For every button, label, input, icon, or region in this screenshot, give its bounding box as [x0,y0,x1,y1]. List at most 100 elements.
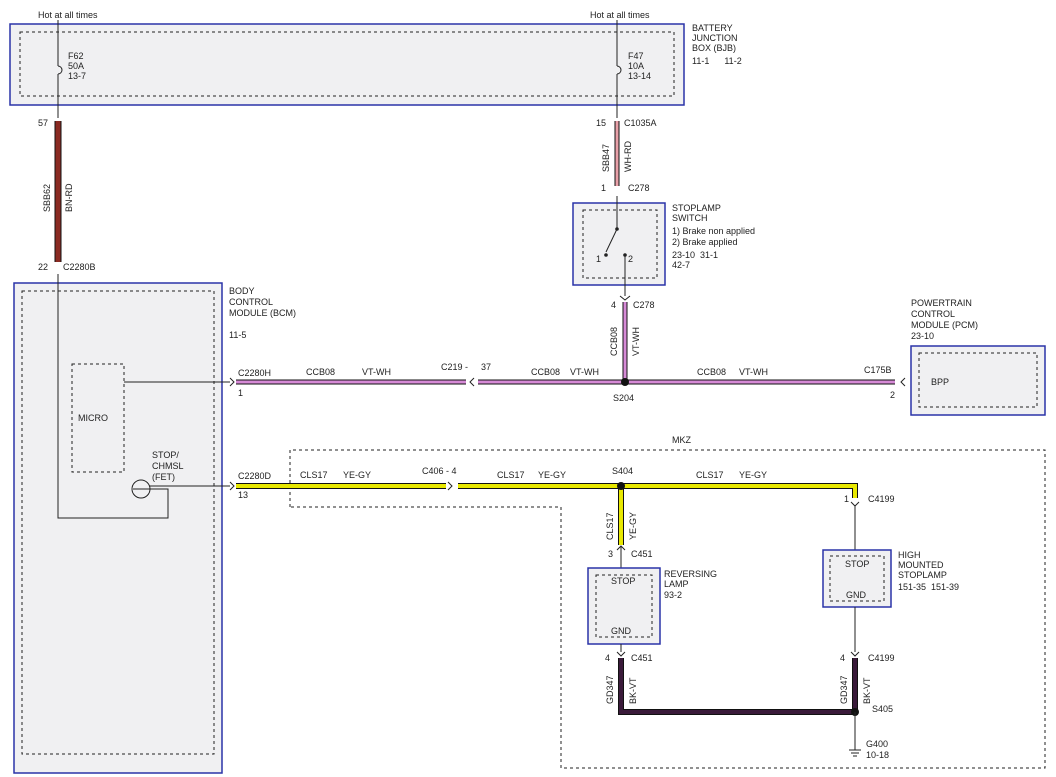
c4199-bottom-arrow-icon [850,651,860,657]
stoplamp-switch-box [572,202,666,286]
c1035a-label: C1035A [624,118,657,128]
bcm-title-3: MODULE (BCM) [229,308,296,318]
stop-chmsl-3: (FET) [152,472,175,482]
bjb-title-2: JUNCTION [692,33,738,43]
switch-ref-1: 23-10 31-1 [672,250,718,260]
c4199-bottom-label: C4199 [868,653,895,663]
f62-ref: 13-7 [68,71,86,81]
c451-bottom-arrow-icon [616,651,626,657]
pcm-title-3: MODULE (PCM) [911,320,978,330]
switch-pin-2: 2 [628,254,633,264]
pin-4-c278: 4 [611,300,616,310]
wire-ccb08-v-label: CCB08 [609,327,619,356]
pcm-box [910,345,1046,416]
mkz-label: MKZ [672,435,692,445]
pin-3: 3 [608,549,613,559]
bjb-title-3: BOX (BJB) [692,43,736,53]
hmsl-gnd-label: GND [846,590,867,600]
pin-37: 37 [481,362,491,372]
c278-top-label: C278 [628,183,650,193]
bcm-title-2: CONTROL [229,297,273,307]
c4199-top-arrow-icon [850,501,860,507]
wire-yegy-b-label: YE-GY [538,470,566,480]
c406-label: C406 - 4 [422,466,457,476]
c406-arrow-icon [447,481,453,491]
c175b-label: C175B [864,365,892,375]
bjb-box [9,23,685,106]
hmsl-title-2: MOUNTED [898,560,944,570]
wire-cls17-c [621,484,857,498]
reversing-stop-label: STOP [611,576,635,586]
stoplamp-switch-inner [582,209,658,279]
c2280d-arrow-icon [229,481,235,491]
c219-arrow-icon [469,377,475,387]
f47-ref: 13-14 [628,71,651,81]
c278-bottom-label: C278 [633,300,655,310]
switch-state-2: 2) Brake applied [672,237,738,247]
pin-1-c278: 1 [601,183,606,193]
micro-box [71,363,125,473]
wire-gd347-a [619,658,855,714]
wire-ccb08-c-label: CCB08 [697,367,726,377]
f47-name: F47 [628,51,644,61]
hot-label-left: Hot at all times [38,10,98,20]
hmsl-box [822,549,892,608]
s404-label: S404 [612,466,633,476]
c2280h-label: C2280H [238,368,271,378]
pin-2-c175b: 2 [890,390,895,400]
splice-s204 [621,378,629,386]
c2280b-label: C2280B [63,262,96,272]
g400-ref: 10-18 [866,750,889,760]
c4199-top-label: C4199 [868,494,895,504]
ground-icon [849,749,861,757]
pin-57: 57 [38,118,48,128]
wire-cls17-b-label: CLS17 [497,470,525,480]
bjb-ref: 11-1 11-2 [692,56,742,66]
pin-4-c451: 4 [605,653,610,663]
reversing-title-1: REVERSING [664,569,717,579]
reversing-gnd-label: GND [611,626,632,636]
switch-ref-2: 42-7 [672,260,690,270]
reversing-ref: 93-2 [664,590,682,600]
hot-label-right: Hot at all times [590,10,650,20]
pin-1-c2280h: 1 [238,388,243,398]
f47-rating: 10A [628,61,644,71]
c219-label: C219 - [441,362,468,372]
wire-cls17-v-label: CLS17 [605,512,615,540]
hmsl-title-1: HIGH [898,550,921,560]
hmsl-stop-label: STOP [845,559,869,569]
switch-state-1: 1) Brake non applied [672,226,755,236]
pin-22: 22 [38,262,48,272]
pin-15: 15 [596,118,606,128]
c278-arrow-icon [619,295,631,301]
bjb-inner [19,31,675,97]
s204-label: S204 [613,393,634,403]
pcm-title-2: CONTROL [911,309,955,319]
stop-chmsl-1: STOP/ [152,450,179,460]
c175b-arrow-icon [900,377,906,387]
wire-sbb62-label: SBB62 [42,184,52,212]
wire-gd347-a-outline [618,658,855,715]
wire-vtwh-a-label: VT-WH [362,367,391,377]
f62-name: F62 [68,51,84,61]
wire-bnrd-label: BN-RD [64,183,74,212]
stop-chmsl-2: CHMSL [152,461,184,471]
wire-gd347-b-label: GD347 [839,675,849,704]
c2280h-arrow-icon [229,377,235,387]
c2280d-label: C2280D [238,471,272,481]
wire-yegy-c-label: YE-GY [739,470,767,480]
micro-label: MICRO [78,413,108,423]
wire-bkvt-b-label: BK-VT [862,677,872,704]
wire-ccb08-a-label: CCB08 [306,367,335,377]
wire-yegy-a-label: YE-GY [343,470,371,480]
wire-gd347-a-label: GD347 [605,675,615,704]
bcm-title-1: BODY [229,286,255,296]
fuse-f47-icon [616,65,622,75]
bpp-label: BPP [931,377,949,387]
bjb-title-1: BATTERY [692,23,733,33]
pcm-ref: 23-10 [911,331,934,341]
reversing-lamp-box [587,567,661,645]
s405-label: S405 [872,704,893,714]
pin-1-c4199: 1 [844,494,849,504]
